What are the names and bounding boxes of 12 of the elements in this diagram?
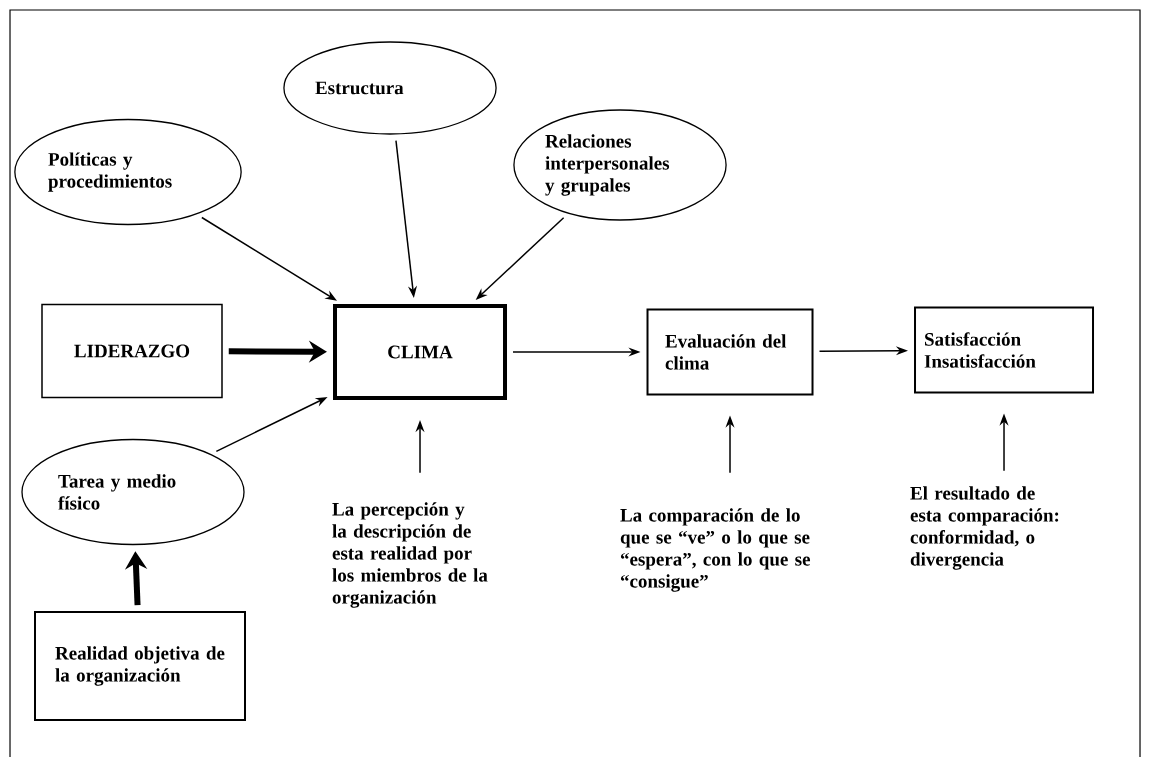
process-box: CLIMA bbox=[333, 304, 507, 400]
process-box: Satisfacción Insatisfacción bbox=[914, 306, 1094, 394]
oval-node: Relaciones interpersonales y grupales bbox=[513, 109, 727, 221]
oval-node: Políticas y procedimientos bbox=[14, 118, 242, 226]
oval-node: Estructura bbox=[283, 41, 497, 135]
process-box: Realidad objetiva de la organización bbox=[34, 611, 246, 721]
note-text: La comparación de lo que se “ve” o lo que se “espera”, con lo que se “consigue” bbox=[620, 508, 810, 592]
note-text: El resultado de esta comparación: conformidad, o divergencia bbox=[910, 486, 1059, 570]
oval-node: Tarea y medio físico bbox=[21, 438, 245, 546]
process-box: LIDERAZGO bbox=[41, 303, 223, 399]
process-box: Evaluación del clima bbox=[646, 308, 814, 396]
note-text: La percepción y la descripción de esta realidad por los miembros de la organización bbox=[332, 502, 488, 608]
